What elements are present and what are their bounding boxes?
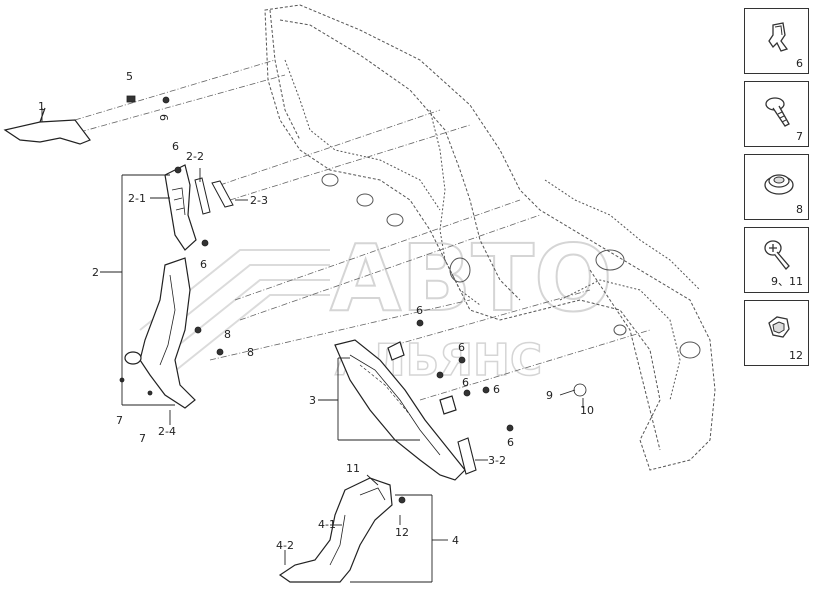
callout-8a: 8 [224,328,231,341]
callouts: 1 2 2-1 2-2 2-3 2-4 3 3-2 4 4-1 4-2 5 6 … [38,70,594,552]
callout-6b: 6 [172,140,179,153]
pan-screw-icon [764,240,790,270]
legend-item-6: 6 [744,8,809,74]
callout-12: 12 [395,526,409,539]
callout-6f: 6 [462,376,469,389]
callout-2-2: 2-2 [186,150,204,163]
part-3-2-strip [457,437,477,475]
legend-item-7: 7 [744,81,809,147]
part-2-2-pad [194,177,211,215]
callout-6h: 6 [507,436,514,449]
part-4-lower-b-trim [278,477,393,583]
callout-6e: 6 [458,341,465,354]
screw-icon [765,97,790,127]
part-1-upper-trim [3,107,91,145]
callout-2-4: 2-4 [158,425,176,438]
leader-lines [74,59,651,401]
nut-clip-icon [768,316,790,338]
callout-9: 9 [546,389,553,402]
callout-4-2: 4-2 [276,539,294,552]
part-2-3-pad [211,180,234,208]
body-side-frame [264,4,716,471]
legend-label-8: 8 [796,203,803,216]
legend-item-8: 8 [744,154,809,220]
callout-2-1: 2-1 [128,192,146,205]
part-2-1-pillar-trim [164,164,197,251]
callout-4-1: 4-1 [318,518,336,531]
callout-6g: 6 [493,383,500,396]
callout-1: 1 [38,100,45,113]
watermark-line1: АВТО [330,225,612,332]
callout-2: 2 [92,266,99,279]
clip-icon [768,22,789,52]
watermark: АВТО АЛЬЯНС [139,224,613,387]
callout-10: 10 [580,404,594,417]
callout-3-2: 3-2 [488,454,506,467]
legend-label-6: 6 [796,57,803,70]
callout-7b: 7 [139,432,146,445]
callout-4: 4 [452,534,459,547]
part-3-b-pillar-trim [334,339,466,481]
legend-item-9-11: 9、11 [744,227,809,293]
legend-label-7: 7 [796,130,803,143]
group-brackets [41,108,584,583]
callout-5: 5 [126,70,133,83]
grommet-icon [764,174,794,195]
callout-8b: 8 [247,346,254,359]
callout-3: 3 [309,394,316,407]
callout-2-3: 2-3 [250,194,268,207]
callout-11: 11 [346,462,360,475]
callout-6c: 6 [200,258,207,271]
callout-7a: 7 [116,414,123,427]
legend-item-12: 12 [744,300,809,366]
legend-label-12: 12 [789,349,803,362]
callout-6a: 6 [157,114,170,121]
callout-6d: 6 [416,304,423,317]
legend-label-9-11: 9、11 [771,275,803,288]
part-2-4-lower-trim [124,257,196,409]
